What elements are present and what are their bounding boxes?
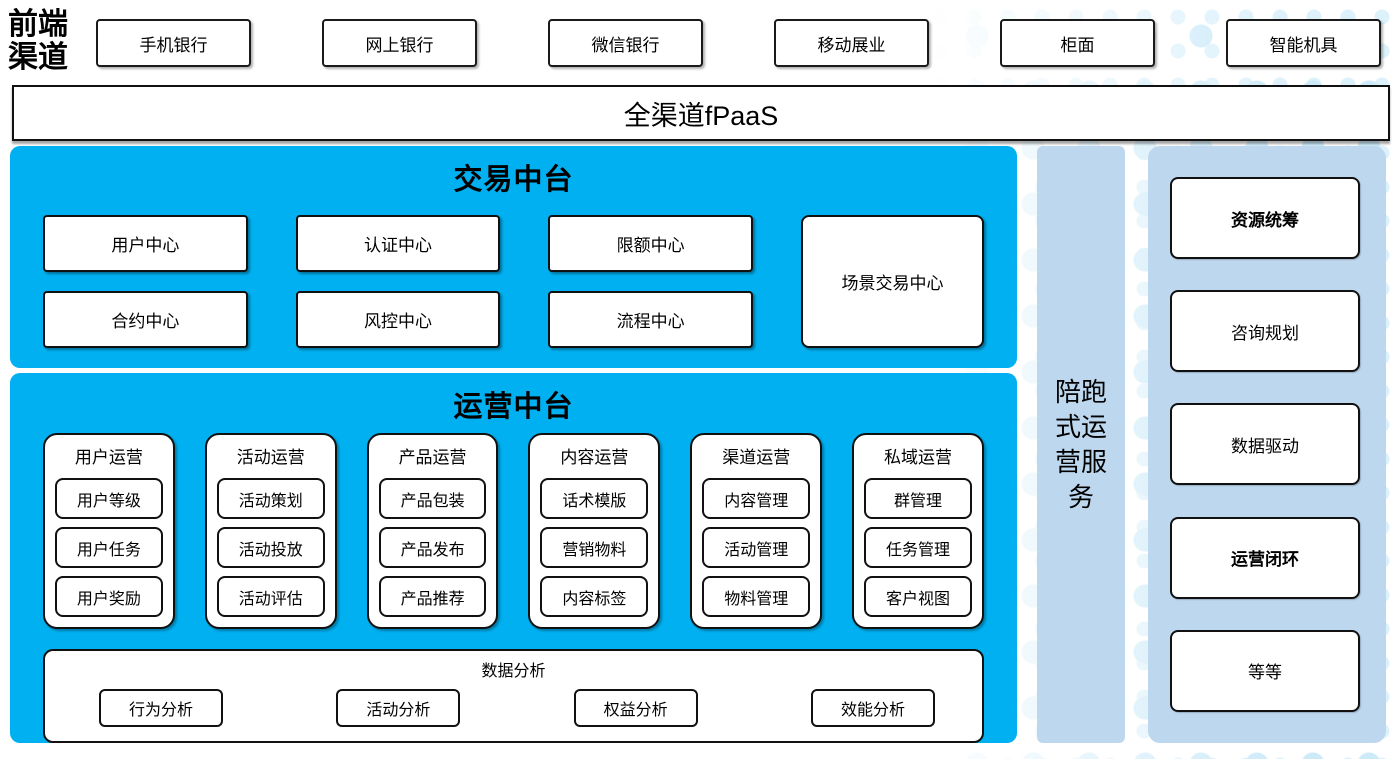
ops-item: 活动评估 — [216, 576, 325, 617]
ops-col-title: 产品运营 — [398, 448, 467, 467]
ops-item: 营销物料 — [540, 527, 649, 568]
ops-item: 内容管理 — [702, 478, 811, 519]
ops-col-product: 产品运营 产品包装 产品发布 产品推荐 — [366, 433, 499, 629]
ops-item: 用户任务 — [55, 527, 163, 568]
box-etc: 等等 — [1170, 629, 1360, 712]
box-efficiency-analysis: 效能分析 — [810, 689, 935, 727]
trade-platform-title: 交易中台 — [453, 164, 574, 196]
box-operation-loop: 运营闭环 — [1170, 516, 1360, 599]
box-contract-center: 合约中心 — [43, 290, 248, 348]
box-consulting-planning: 咨询规划 — [1170, 290, 1360, 373]
front-channels-row: 前端 渠道 手机银行 网上银行 微信银行 移动展业 柜面 智能机具 — [0, 0, 1393, 80]
ops-platform-section: 运营中台 用户运营 用户等级 用户任务 用户奖励 活动运营 活动策划 活动投放 … — [10, 373, 1017, 743]
data-analysis-panel: 数据分析 行为分析 活动分析 权益分析 效能分析 — [43, 649, 984, 743]
box-limit-center: 限额中心 — [548, 215, 753, 272]
service-panel: 资源统筹 咨询规划 数据驱动 运营闭环 等等 — [1148, 146, 1386, 743]
ops-item: 话术模版 — [540, 478, 649, 519]
channel-box-online-banking: 网上银行 — [322, 19, 477, 67]
ops-item: 产品推荐 — [378, 576, 487, 617]
box-auth-center: 认证中心 — [295, 215, 501, 272]
trade-center-grid: 用户中心 认证中心 限额中心 合约中心 风控中心 流程中心 — [43, 215, 753, 348]
box-user-center: 用户中心 — [43, 215, 248, 272]
ops-item: 活动管理 — [702, 527, 811, 568]
channel-box-mobile-banking: 手机银行 — [96, 19, 251, 67]
data-analysis-row: 行为分析 活动分析 权益分析 效能分析 — [45, 681, 982, 727]
ops-col-channel: 渠道运营 内容管理 活动管理 物料管理 — [690, 433, 823, 629]
ops-item: 群管理 — [864, 478, 972, 519]
ops-item: 产品发布 — [378, 527, 487, 568]
middle-platforms-column: 交易中台 用户中心 认证中心 限额中心 合约中心 风控中心 流程中心 场景交易中… — [10, 146, 1017, 743]
channel-box-list: 手机银行 网上银行 微信银行 移动展业 柜面 智能机具 — [94, 8, 1383, 67]
ops-item: 产品包装 — [378, 478, 487, 519]
front-channels-label: 前端 渠道 — [8, 8, 68, 74]
ops-col-user: 用户运营 用户等级 用户任务 用户奖励 — [43, 433, 175, 629]
ops-col-title: 私域运营 — [884, 448, 953, 467]
ops-col-title: 活动运营 — [236, 448, 305, 467]
ops-item: 物料管理 — [702, 576, 811, 617]
box-benefit-analysis: 权益分析 — [573, 689, 698, 727]
box-risk-center: 风控中心 — [295, 290, 501, 348]
ops-col-title: 用户运营 — [74, 448, 143, 467]
box-activity-analysis: 活动分析 — [336, 689, 461, 727]
trade-platform-body: 用户中心 认证中心 限额中心 合约中心 风控中心 流程中心 场景交易中心 — [10, 198, 1017, 348]
channel-box-mobile-marketing: 移动展业 — [774, 19, 929, 67]
data-analysis-title: 数据分析 — [481, 663, 546, 680]
ops-col-activity: 活动运营 活动策划 活动投放 活动评估 — [204, 433, 337, 629]
ops-col-title: 内容运营 — [560, 448, 629, 467]
box-resource-coordination: 资源统筹 — [1170, 177, 1360, 260]
ops-item: 用户奖励 — [55, 576, 163, 617]
ops-item: 活动策划 — [216, 478, 325, 519]
channel-box-counter: 柜面 — [1000, 19, 1155, 67]
ops-columns: 用户运营 用户等级 用户任务 用户奖励 活动运营 活动策划 活动投放 活动评估 … — [10, 425, 1017, 629]
channel-box-wechat-banking: 微信银行 — [548, 19, 703, 67]
ops-item: 内容标签 — [540, 576, 649, 617]
channel-box-smart-devices: 智能机具 — [1226, 19, 1381, 67]
box-process-center: 流程中心 — [548, 290, 753, 348]
ops-item: 用户等级 — [55, 478, 163, 519]
ops-item: 客户视图 — [864, 576, 972, 617]
ops-col-title: 渠道运营 — [722, 448, 791, 467]
main-area: 交易中台 用户中心 认证中心 限额中心 合约中心 风控中心 流程中心 场景交易中… — [10, 146, 1386, 743]
fpaas-bar: 全渠道fPaaS — [12, 85, 1390, 141]
ops-item: 任务管理 — [864, 527, 972, 568]
ops-item: 活动投放 — [216, 527, 325, 568]
ops-col-content: 内容运营 话术模版 营销物料 内容标签 — [528, 433, 661, 629]
runner-service-label: 陪跑式运营服务 — [1054, 376, 1107, 512]
ops-platform-title: 运营中台 — [453, 391, 574, 423]
trade-platform-section: 交易中台 用户中心 认证中心 限额中心 合约中心 风控中心 流程中心 场景交易中… — [10, 146, 1017, 368]
runner-service-bar: 陪跑式运营服务 — [1037, 146, 1125, 743]
box-data-driven: 数据驱动 — [1170, 403, 1360, 486]
box-behavior-analysis: 行为分析 — [99, 689, 223, 727]
ops-col-private-domain: 私域运营 群管理 任务管理 客户视图 — [852, 433, 984, 629]
box-scenario-trade-center: 场景交易中心 — [801, 215, 984, 348]
